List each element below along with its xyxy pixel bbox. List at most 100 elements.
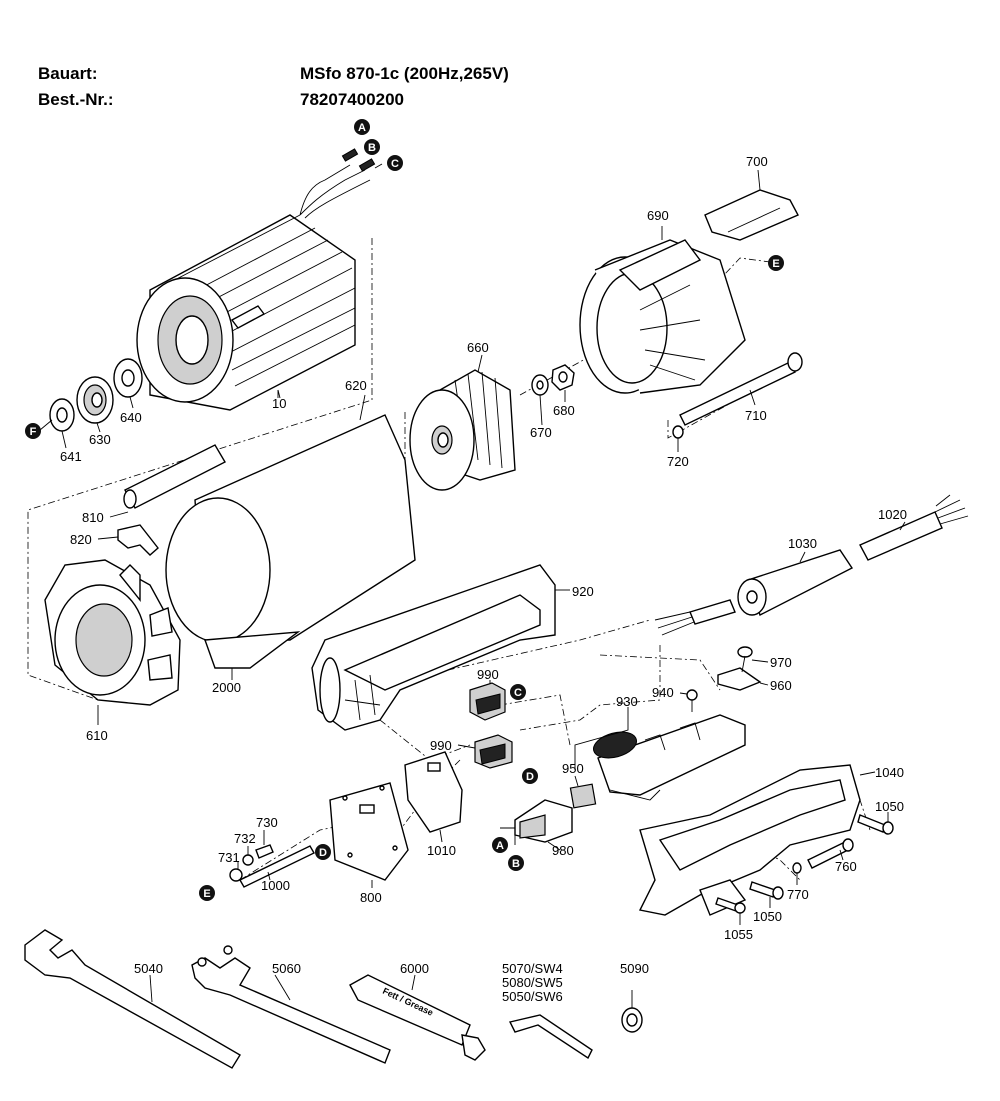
label-1010: 1010 xyxy=(427,843,456,858)
nut-680 xyxy=(551,364,575,402)
label-770: 770 xyxy=(787,887,809,902)
label-5050: 5050/SW6 xyxy=(502,989,563,1004)
label-1050-upper: 1050 xyxy=(875,799,904,814)
electronics-930 xyxy=(574,707,746,801)
label-2000: 2000 xyxy=(212,680,241,695)
screw-1050-upper xyxy=(857,812,894,835)
label-810: 810 xyxy=(82,510,104,525)
label-940: 940 xyxy=(652,685,674,700)
washer-5090 xyxy=(621,990,643,1033)
label-920: 920 xyxy=(572,584,594,599)
plate-800 xyxy=(329,782,409,888)
label-660: 660 xyxy=(467,340,489,355)
pin-spanner-5060 xyxy=(191,945,391,1064)
label-732: 732 xyxy=(234,831,256,846)
screw-760 xyxy=(807,838,854,869)
label-610: 610 xyxy=(86,728,108,743)
label-990-bottom: 990 xyxy=(430,738,452,753)
svg-text:E: E xyxy=(203,888,210,900)
order-number-label: Best.-Nr.: xyxy=(38,90,114,109)
handle-1040 xyxy=(638,764,876,916)
callout-a-bottom: A xyxy=(492,837,508,853)
label-5060: 5060 xyxy=(272,961,301,976)
washer-731 xyxy=(229,862,243,882)
bauart-label: Bauart: xyxy=(38,64,98,83)
label-710: 710 xyxy=(745,408,767,423)
screw-970 xyxy=(737,646,769,673)
svg-text:A: A xyxy=(496,840,504,852)
label-690: 690 xyxy=(647,208,669,223)
screw-1055 xyxy=(715,897,746,925)
switch-980 xyxy=(500,799,573,851)
svg-text:C: C xyxy=(514,687,522,699)
label-700: 700 xyxy=(746,154,768,169)
sleeve-1030 xyxy=(737,549,854,616)
label-950: 950 xyxy=(562,761,584,776)
sheet-2000 xyxy=(204,631,301,680)
connection-callouts: A B C E F C D D A B E xyxy=(25,119,784,901)
screw-1050-lower xyxy=(749,881,784,908)
label-1030: 1030 xyxy=(788,536,817,551)
label-1020: 1020 xyxy=(878,507,907,522)
svg-text:E: E xyxy=(772,258,779,270)
label-1055: 1055 xyxy=(724,927,753,942)
label-680: 680 xyxy=(553,403,575,418)
label-5090: 5090 xyxy=(620,961,649,976)
label-620: 620 xyxy=(345,378,367,393)
label-670: 670 xyxy=(530,425,552,440)
hex-key-set-5050-5080 xyxy=(508,1014,593,1060)
brush-holder-990-top xyxy=(469,680,506,721)
grease-tube-6000: Fett / Grease xyxy=(349,974,486,1061)
wrench-5040 xyxy=(24,929,241,1069)
svg-text:D: D xyxy=(526,771,534,783)
cap-700 xyxy=(704,169,799,241)
svg-text:B: B xyxy=(368,142,376,154)
callout-c-mid: C xyxy=(510,684,526,700)
washer-640 xyxy=(113,358,143,409)
callout-a-top: A xyxy=(354,119,370,135)
fan-cover-690 xyxy=(579,226,746,394)
callout-c-top: C xyxy=(387,155,403,171)
label-640: 640 xyxy=(120,410,142,425)
label-800: 800 xyxy=(360,890,382,905)
label-820: 820 xyxy=(70,532,92,547)
label-5070: 5070/SW4 xyxy=(502,961,563,976)
brush-holder-990-bottom xyxy=(457,734,513,769)
bauart-value: MSfo 870-1c (200Hz,265V) xyxy=(300,64,509,83)
label-960: 960 xyxy=(770,678,792,693)
screw-940 xyxy=(679,689,698,712)
label-990-top: 990 xyxy=(477,667,499,682)
bearing-630 xyxy=(76,376,114,433)
svg-text:F: F xyxy=(30,426,37,438)
callout-e-top: E xyxy=(768,255,784,271)
label-641: 641 xyxy=(60,449,82,464)
label-630: 630 xyxy=(89,432,111,447)
callout-d-left: D xyxy=(315,844,331,860)
order-number-value: 78207400200 xyxy=(300,90,405,109)
label-10: 10 xyxy=(272,396,286,411)
callout-b-bottom: B xyxy=(508,855,524,871)
svg-text:A: A xyxy=(358,122,366,134)
bearing-housing-610 xyxy=(44,559,181,725)
callout-e-bottom: E xyxy=(199,885,215,901)
housing-920 xyxy=(311,564,570,731)
label-720: 720 xyxy=(667,454,689,469)
washer-770 xyxy=(792,862,802,885)
washer-670 xyxy=(531,374,549,426)
callout-d-mid: D xyxy=(522,768,538,784)
rod-810 xyxy=(109,444,226,518)
part-labels: 10 610 620 630 640 641 660 670 680 690 7… xyxy=(60,154,907,1004)
label-730: 730 xyxy=(256,815,278,830)
label-731: 731 xyxy=(218,850,240,865)
field-housing-10 xyxy=(136,148,383,411)
label-5040: 5040 xyxy=(134,961,163,976)
label-1050-lower: 1050 xyxy=(753,909,782,924)
label-930: 930 xyxy=(616,694,638,709)
label-5080: 5080/SW5 xyxy=(502,975,563,990)
label-6000: 6000 xyxy=(400,961,429,976)
label-970: 970 xyxy=(770,655,792,670)
cylinder-620 xyxy=(165,394,416,643)
fan-660 xyxy=(409,354,516,491)
